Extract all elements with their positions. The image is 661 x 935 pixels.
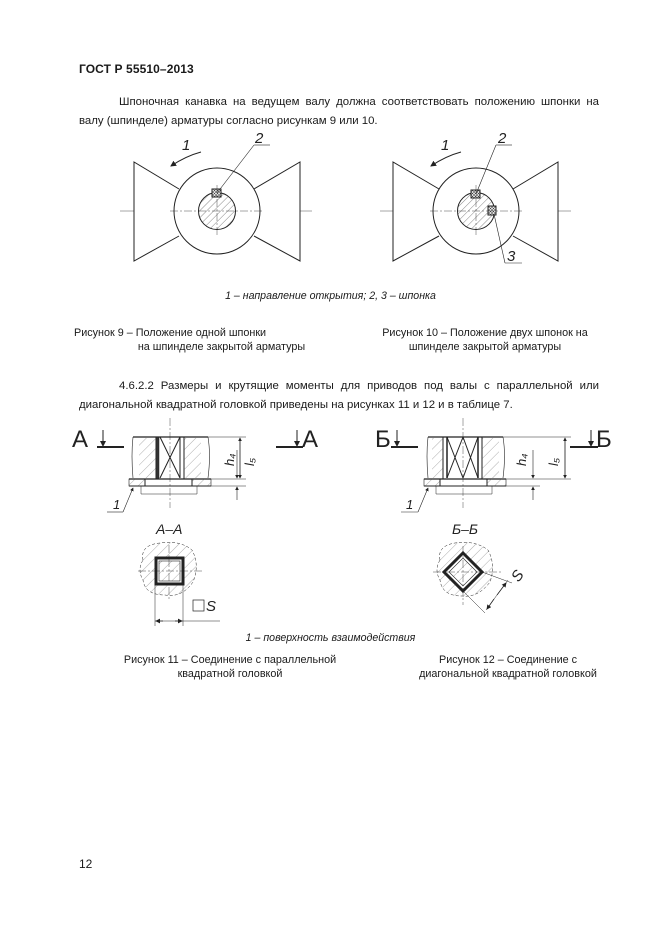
figures-9-10-legend: 1 – направление открытия; 2, 3 – шпонка bbox=[225, 290, 436, 302]
document-header: ГОСТ Р 55510–2013 bbox=[79, 62, 194, 76]
fig12-callout-1: 1 bbox=[406, 497, 413, 512]
fig11-section-mark-left: А bbox=[72, 426, 88, 453]
figure-12-caption-line2: диагональной квадратной головкой bbox=[419, 668, 597, 680]
fig12-section-mark-left: Б bbox=[375, 426, 391, 453]
paragraph-keyway: Шпоночная канавка на ведущем валу должна… bbox=[79, 93, 599, 131]
paragraph-keyway-text: Шпоночная канавка на ведущем валу должна… bbox=[79, 96, 599, 127]
figure-11-section-view bbox=[138, 542, 220, 626]
figure-12-caption-line1: Рисунок 12 – Соединение с bbox=[439, 654, 577, 666]
figure-12-caption: Рисунок 12 – Соединение с диагональной к… bbox=[398, 653, 618, 681]
fig12-dim-l5: l₅ bbox=[546, 457, 561, 466]
figure-12-side-view bbox=[391, 418, 598, 513]
fig10-label-2: 2 bbox=[497, 130, 507, 147]
figures-11-12-legend: 1 – поверхность взаимодействия bbox=[245, 632, 416, 644]
paragraph-4-6-2-2-text: 4.6.2.2 Размеры и крутящие моменты для п… bbox=[79, 380, 599, 411]
fig12-section-label: Б–Б bbox=[452, 521, 478, 537]
fig12-size-label: S bbox=[508, 567, 528, 585]
figure-10-drawing bbox=[380, 144, 571, 264]
fig11-section-label: А–А bbox=[155, 521, 182, 537]
figure-11-caption-line2: квадратной головкой bbox=[177, 668, 283, 680]
fig11-dim-l5: l₅ bbox=[242, 457, 257, 466]
figure-12-section-view bbox=[433, 542, 513, 614]
figure-9-caption-line1: Рисунок 9 – Положение одной шпонки bbox=[74, 327, 267, 339]
fig11-dim-h4: h₄ bbox=[222, 454, 237, 466]
fig10-label-1: 1 bbox=[441, 137, 449, 154]
paragraph-4-6-2-2: 4.6.2.2 Размеры и крутящие моменты для п… bbox=[79, 377, 599, 415]
figure-9-drawing bbox=[120, 144, 312, 262]
figure-10-caption-line2: шпинделе закрытой арматуры bbox=[408, 341, 562, 353]
figure-11-side-view bbox=[97, 418, 303, 513]
fig11-section-mark-right: А bbox=[302, 426, 318, 453]
fig12-section-mark-right: Б bbox=[596, 426, 612, 453]
page-number: 12 bbox=[79, 857, 93, 871]
figure-11-caption-line1: Рисунок 11 – Соединение с параллельной bbox=[123, 654, 337, 666]
figure-10-caption: Рисунок 10 – Положение двух шпонок на шп… bbox=[370, 326, 600, 354]
fig9-label-2: 2 bbox=[254, 130, 264, 147]
fig12-dim-h4: h₄ bbox=[514, 454, 529, 466]
figure-11-caption: Рисунок 11 – Соединение с параллельной к… bbox=[105, 653, 355, 681]
figure-9-caption-line2: на шпинделе закрытой арматуры bbox=[137, 341, 306, 353]
fig9-label-1: 1 bbox=[182, 137, 190, 154]
fig10-label-3: 3 bbox=[507, 248, 516, 265]
fig11-size-label: S bbox=[206, 598, 216, 615]
figure-10-caption-line1: Рисунок 10 – Положение двух шпонок на bbox=[382, 327, 588, 339]
figure-9-caption: Рисунок 9 – Положение одной шпонки на шп… bbox=[74, 326, 324, 354]
fig11-callout-1: 1 bbox=[113, 497, 120, 512]
